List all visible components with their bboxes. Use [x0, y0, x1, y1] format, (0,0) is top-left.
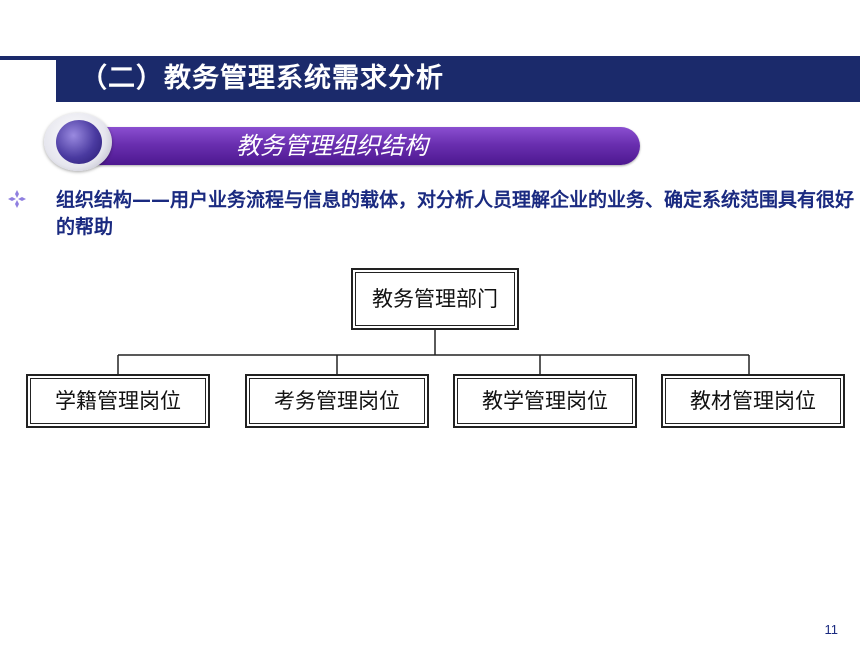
org-child-box: 学籍管理岗位: [26, 374, 210, 428]
orb-icon: [56, 120, 102, 164]
org-child-box: 考务管理岗位: [245, 374, 429, 428]
org-root-box: 教务管理部门: [351, 268, 519, 330]
page-number: 11: [824, 622, 839, 637]
org-child-box: 教材管理岗位: [661, 374, 845, 428]
title-band: （二）教务管理系统需求分析: [56, 56, 860, 102]
bullet-paragraph: 组织结构——用户业务流程与信息的载体，对分析人员理解企业的业务、确定系统范围具有…: [56, 189, 855, 238]
title-accent-line: [0, 56, 60, 60]
org-child-box: 教学管理岗位: [453, 374, 637, 428]
slide-title: （二）教务管理系统需求分析: [80, 63, 444, 94]
subtitle-banner: 教务管理组织结构: [60, 127, 640, 165]
subtitle-text: 教务管理组织结构: [236, 132, 428, 160]
diamond-bullet-icon: [8, 190, 26, 208]
